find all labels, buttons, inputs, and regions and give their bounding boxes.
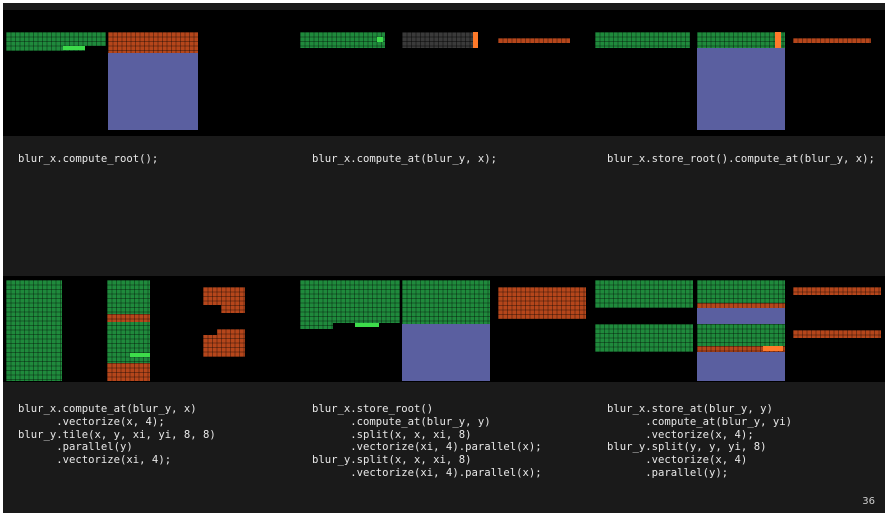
blur-y-output-row-1 bbox=[793, 287, 881, 295]
blur-x-computed-grid bbox=[300, 32, 385, 48]
blur-x-discarded-grid bbox=[402, 32, 477, 48]
blur-x-stored-grid bbox=[108, 32, 198, 53]
panel-1-code: blur_x.compute_root(); bbox=[18, 153, 159, 165]
current-compute-highlight bbox=[377, 37, 383, 42]
uncomputed-region bbox=[203, 305, 221, 313]
blur-x-stored-strip-1 bbox=[697, 280, 785, 304]
panel-3-code: blur_x.store_root().compute_at(blur_y, x… bbox=[607, 153, 875, 165]
blur-x-full-grid bbox=[6, 280, 62, 381]
blur-x-stored-strip-2 bbox=[697, 324, 785, 346]
current-compute-highlight bbox=[63, 46, 85, 50]
blur-x-stored-grid bbox=[402, 280, 490, 324]
blur-y-tile-output bbox=[107, 363, 150, 381]
blur-y-output-region bbox=[402, 324, 490, 381]
blur-y-output-row bbox=[498, 38, 570, 43]
current-stored-highlight bbox=[775, 32, 781, 48]
blur-x-strip-2 bbox=[595, 324, 693, 352]
uncomputed-region bbox=[85, 46, 106, 51]
slide-number: 36 bbox=[862, 496, 875, 507]
panel-2-code: blur_x.compute_at(blur_y, x); bbox=[312, 153, 497, 165]
tile-boundary-row bbox=[107, 314, 150, 322]
blur-y-output-region bbox=[108, 53, 198, 130]
current-stored-highlight bbox=[473, 32, 478, 48]
blur-y-output-region-2 bbox=[697, 352, 785, 381]
panel-4-code: blur_x.compute_at(blur_y, x) .vectorize(… bbox=[18, 403, 216, 467]
blur-x-strip-1 bbox=[595, 280, 693, 308]
panel-5-code: blur_x.store_root() .compute_at(blur_y, … bbox=[312, 403, 542, 479]
current-stored-highlight bbox=[763, 346, 783, 351]
panel-6-code: blur_x.store_at(blur_y, y) .compute_at(b… bbox=[607, 403, 792, 479]
blur-y-row-1 bbox=[697, 303, 785, 308]
current-compute-highlight bbox=[130, 353, 150, 357]
blur-x-stored-grid bbox=[697, 32, 785, 48]
slide: blur_x.compute_root(); blur_x.compute_at… bbox=[3, 3, 885, 513]
blur-y-output-row bbox=[793, 38, 871, 43]
blur-y-output-row-2 bbox=[793, 330, 881, 338]
blur-x-computed-grid bbox=[300, 280, 400, 329]
uncomputed-region bbox=[203, 329, 217, 335]
blur-y-output-region-1 bbox=[697, 308, 785, 324]
blur-x-computed-grid bbox=[595, 32, 690, 48]
blur-y-output-grid bbox=[498, 287, 586, 319]
blur-y-tile-2 bbox=[203, 329, 245, 357]
blur-y-row-2 bbox=[697, 346, 785, 352]
blur-y-output-region bbox=[697, 48, 785, 130]
current-compute-highlight bbox=[355, 323, 379, 327]
